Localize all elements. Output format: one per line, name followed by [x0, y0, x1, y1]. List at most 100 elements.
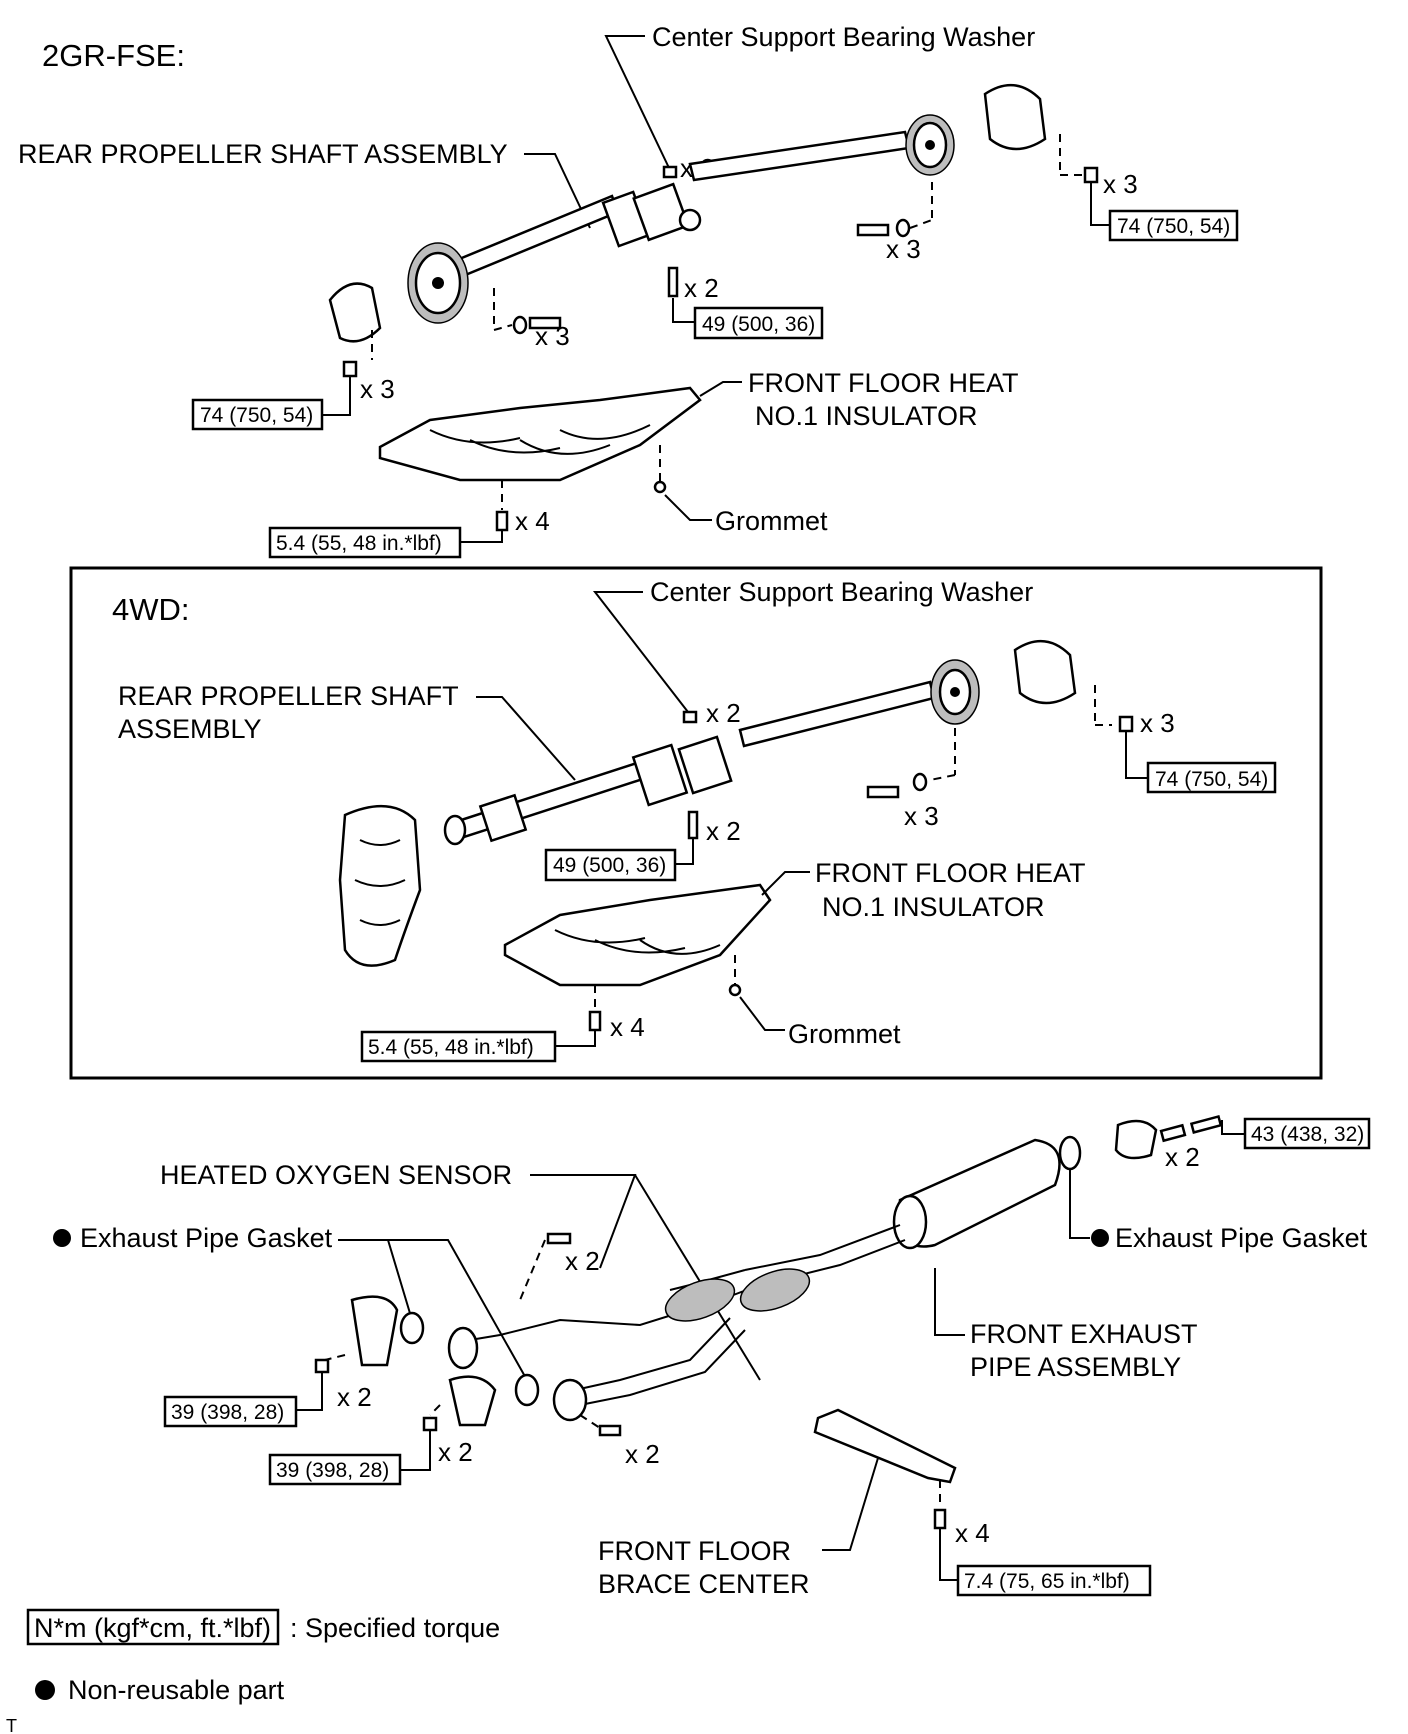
bolt-part: [856, 223, 890, 237]
torque-label: 5.4 (55, 48 in.*lbf): [368, 1036, 534, 1059]
section-title-4wd: 4WD:: [112, 592, 190, 627]
torque-label: 39 (398, 28): [276, 1459, 389, 1482]
non-reusable-marker: [1091, 1229, 1109, 1247]
washer-part: [662, 165, 678, 179]
torque-box: [956, 1564, 1152, 1597]
torque-label: 74 (750, 54): [200, 404, 313, 427]
label-rear-propeller-shaft-line1: REAR PROPELLER SHAFT: [118, 681, 459, 711]
exhaust-pipe-gasket: [514, 1373, 540, 1407]
svg-text:x 2: x 2: [706, 698, 741, 728]
torque-label: 49 (500, 36): [702, 313, 815, 336]
label-front-exhaust-line1: FRONT EXHAUST: [970, 1319, 1198, 1349]
nut-part: [1118, 715, 1134, 733]
legend-torque-desc: : Specified torque: [290, 1613, 500, 1643]
rear-propeller-shaft: [328, 83, 1047, 343]
svg-text:x 2: x 2: [337, 1382, 372, 1412]
legend-torque-unit-box: [26, 1608, 280, 1646]
label-exhaust-pipe-gasket-left: Exhaust Pipe Gasket: [80, 1223, 333, 1253]
svg-text:x 2: x 2: [684, 273, 719, 303]
svg-text:x 2: x 2: [706, 816, 741, 846]
nut-part: [314, 1358, 330, 1374]
torque-label: 5.4 (55, 48 in.*lbf): [276, 532, 442, 555]
torque-box: [544, 848, 677, 882]
torque-box: [360, 1030, 557, 1063]
bolt-part: [667, 266, 679, 298]
label-heated-oxygen-sensor: HEATED OXYGEN SENSOR: [160, 1160, 512, 1190]
spring-part: [1159, 1123, 1187, 1143]
bolt-part: [546, 1232, 572, 1245]
svg-text:x 4: x 4: [610, 1012, 645, 1042]
non-reusable-marker: [35, 1680, 55, 1700]
exhaust-pipe-gasket: [399, 1311, 425, 1345]
svg-text:x 3: x 3: [360, 374, 395, 404]
front-floor-brace-center: [813, 1408, 957, 1484]
bolt-part: [588, 1010, 602, 1032]
grommet-part: [653, 480, 667, 494]
bolt-part: [866, 785, 900, 799]
torque-box: [163, 1395, 298, 1428]
front-floor-heat-insulator-4wd: [503, 883, 772, 987]
legend-torque-unit: N*m (kgf*cm, ft.*lbf): [34, 1613, 271, 1643]
label-front-exhaust-line2: PIPE ASSEMBLY: [970, 1352, 1181, 1382]
nut-part: [422, 1416, 438, 1432]
label-insulator-line2: NO.1 INSULATOR: [822, 892, 1045, 922]
torque-box: [191, 398, 324, 431]
torque-label: 39 (398, 28): [171, 1401, 284, 1424]
non-reusable-marker: [53, 1229, 71, 1247]
exhaust-pipe-gasket: [1058, 1135, 1082, 1171]
torque-label: 7.4 (75, 65 in.*lbf): [964, 1570, 1130, 1593]
washer-part: [682, 710, 698, 724]
label-center-support-bearing-washer: Center Support Bearing Washer: [650, 577, 1033, 607]
legend-non-reusable: Non-reusable part: [68, 1675, 285, 1705]
torque-box: [268, 526, 462, 559]
label-rear-propeller-shaft-line2: ASSEMBLY: [118, 714, 262, 744]
svg-text:x 3: x 3: [1103, 169, 1138, 199]
rear-flange-part: [1114, 1119, 1158, 1160]
svg-text:x 2: x 2: [1165, 1142, 1200, 1172]
label-exhaust-pipe-gasket-right: Exhaust Pipe Gasket: [1115, 1223, 1368, 1253]
svg-text:x 3: x 3: [535, 321, 570, 351]
svg-text:x 2: x 2: [565, 1246, 600, 1276]
bolt-part: [495, 510, 509, 532]
svg-text:x 3: x 3: [904, 801, 939, 831]
torque-label: 49 (500, 36): [553, 854, 666, 877]
label-insulator-line2: NO.1 INSULATOR: [755, 401, 978, 431]
nut-part: [1083, 166, 1099, 184]
torque-box: [1243, 1117, 1371, 1150]
nut-part: [342, 360, 358, 378]
exhaust-manifold-part: [350, 1295, 399, 1367]
footer-code: T: [6, 1716, 17, 1734]
torque-label: 74 (750, 54): [1117, 215, 1230, 238]
svg-text:x 2: x 2: [625, 1439, 660, 1469]
label-insulator-line1: FRONT FLOOR HEAT: [748, 368, 1019, 398]
bolt-part: [687, 810, 699, 840]
torque-label: 74 (750, 54): [1155, 768, 1268, 791]
section-title-2gr-fse: 2GR-FSE:: [42, 38, 185, 73]
label-grommet: Grommet: [788, 1019, 901, 1049]
label-insulator-line1: FRONT FLOOR HEAT: [815, 858, 1086, 888]
label-center-support-bearing-washer: Center Support Bearing Washer: [652, 22, 1035, 52]
torque-box: [693, 306, 824, 340]
torque-label: 43 (438, 32): [1251, 1123, 1364, 1146]
exhaust-manifold-part: [448, 1375, 497, 1427]
bolt-part: [598, 1424, 622, 1437]
svg-text:x 2: x 2: [438, 1437, 473, 1467]
svg-text:x 3: x 3: [1140, 708, 1175, 738]
bolt-part: [528, 316, 562, 330]
label-grommet: Grommet: [715, 506, 828, 536]
svg-text:x 3: x 3: [886, 234, 921, 264]
rear-propeller-shaft-4wd: [338, 639, 1077, 967]
torque-box: [1108, 209, 1239, 242]
front-floor-heat-insulator: [378, 386, 702, 482]
bolt-part: [1189, 1114, 1223, 1134]
label-brace-line1: FRONT FLOOR: [598, 1536, 791, 1566]
svg-text:x 4: x 4: [515, 506, 550, 536]
torque-box: [268, 1453, 402, 1486]
bolt-part: [933, 1508, 947, 1530]
section-4wd-frame: [69, 566, 1323, 1080]
grommet-part: [728, 983, 742, 997]
svg-text:x 4: x 4: [955, 1518, 990, 1548]
torque-box: [1146, 761, 1277, 794]
label-brace-line2: BRACE CENTER: [598, 1569, 810, 1599]
